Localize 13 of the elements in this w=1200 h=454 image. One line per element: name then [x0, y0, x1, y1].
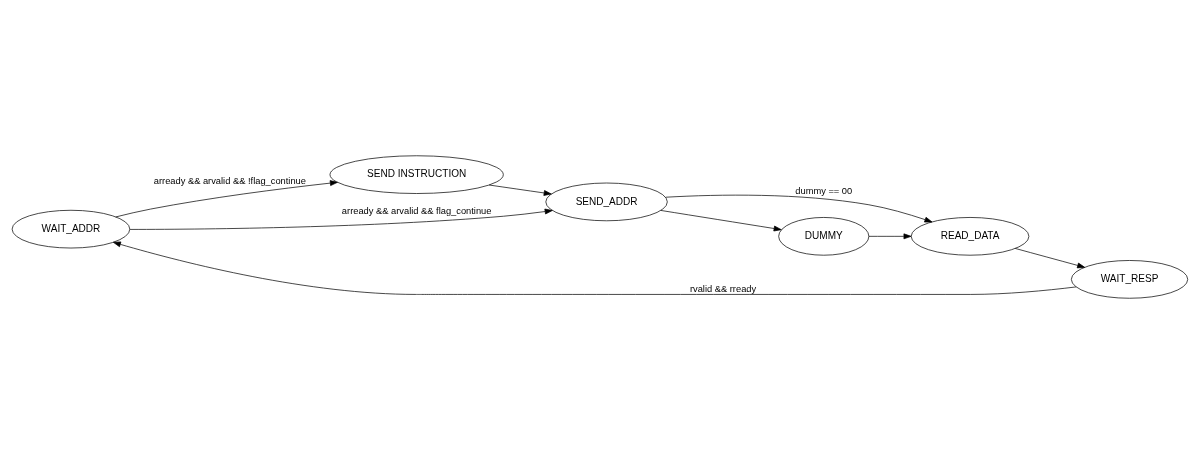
- arrow: [660, 210, 782, 232]
- edge-label: dummy == 00: [795, 185, 853, 196]
- edge-label: arready && arvalid && flag_continue: [341, 205, 492, 216]
- arrow: [868, 233, 912, 240]
- arrow: [115, 180, 338, 218]
- arrow: [112, 241, 1077, 295]
- arrow: [129, 208, 553, 230]
- node-ellipse: DUMMY: [778, 217, 870, 256]
- edge-label: arready && arvalid && !flag_continue: [153, 175, 306, 186]
- arrow: [1014, 248, 1086, 269]
- arrow: [665, 194, 933, 223]
- arrow: [488, 184, 552, 196]
- edge-label: rvalid && rready: [689, 283, 757, 294]
